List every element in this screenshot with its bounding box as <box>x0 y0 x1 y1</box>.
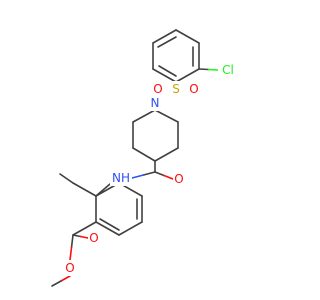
chlorine-atom: Cl <box>218 62 238 78</box>
amide-oxygen-label: O <box>174 172 183 186</box>
bond-ring2-methyl-branch <box>72 182 97 197</box>
bond-layer <box>51 29 219 287</box>
atom-label-layer: Cl S O O N O NH O <box>64 62 238 276</box>
amide-oxygen: O <box>173 171 185 187</box>
bond-ester-c-o-b <box>69 246 73 261</box>
bond-amide-cn-b <box>131 174 145 179</box>
bond-amide-co-a <box>154 171 165 177</box>
piperidine-nitrogen-label: N <box>151 96 160 110</box>
bond-ring1-bottom-left-inner <box>158 65 177 77</box>
ester-single-oxygen: O <box>64 260 76 276</box>
bond-amide-co-b <box>163 174 174 180</box>
bond-ester-o-methyl-b <box>51 280 62 287</box>
bond-ring2-to-ester-c <box>72 221 97 236</box>
sulfonyl-oxygen-left-label: O <box>153 82 162 96</box>
amide-nh-label: NH <box>112 171 130 185</box>
bond-ester-co-a <box>72 234 82 238</box>
bond-amide-cn-a <box>142 171 156 176</box>
sulfonyl-oxygen-right-label: O <box>189 82 198 96</box>
bond-ring1-top-left <box>152 29 177 44</box>
ester-carbonyl-oxygen-label: O <box>89 231 98 245</box>
molecule-structure-diagram: Cl S O O N O NH O <box>51 29 238 287</box>
bond-pip-n-left <box>132 109 156 123</box>
sulfonyl-oxygen-right: O <box>188 81 200 97</box>
bond-ester-co-b <box>79 235 89 239</box>
bond-pip-n-right <box>154 109 179 123</box>
bond-c-cl-b <box>207 68 219 71</box>
sulfur-label: S <box>172 82 180 96</box>
sulfur-atom: S <box>170 81 182 97</box>
bond-ring2-bottom-left <box>95 221 120 236</box>
bond-ring1-bottom-right <box>175 68 200 83</box>
bond-ring1-bottom-left <box>152 68 177 83</box>
ester-single-oxygen-label: O <box>65 261 74 275</box>
bond-ring1-top-left-inner <box>157 36 177 48</box>
bond-pip-bottom-right <box>154 147 179 162</box>
ester-carbonyl-oxygen: O <box>88 230 100 246</box>
amide-nh: NH <box>110 170 132 186</box>
sulfonyl-oxygen-left: O <box>152 81 164 97</box>
bond-pip-bottom-left <box>132 147 156 162</box>
piperidine-nitrogen: N <box>148 95 162 111</box>
bond-ring2-bottom-right <box>118 221 143 236</box>
bond-methyl <box>59 173 74 184</box>
chlorine-label: Cl <box>222 63 234 77</box>
bond-ester-o-methyl-a <box>60 275 71 282</box>
bond-ester-c-o-a <box>70 234 74 249</box>
bond-c-cl-a <box>198 68 210 71</box>
bond-ring2-inner-a <box>99 218 120 231</box>
bond-ring1-top-right <box>175 29 200 44</box>
